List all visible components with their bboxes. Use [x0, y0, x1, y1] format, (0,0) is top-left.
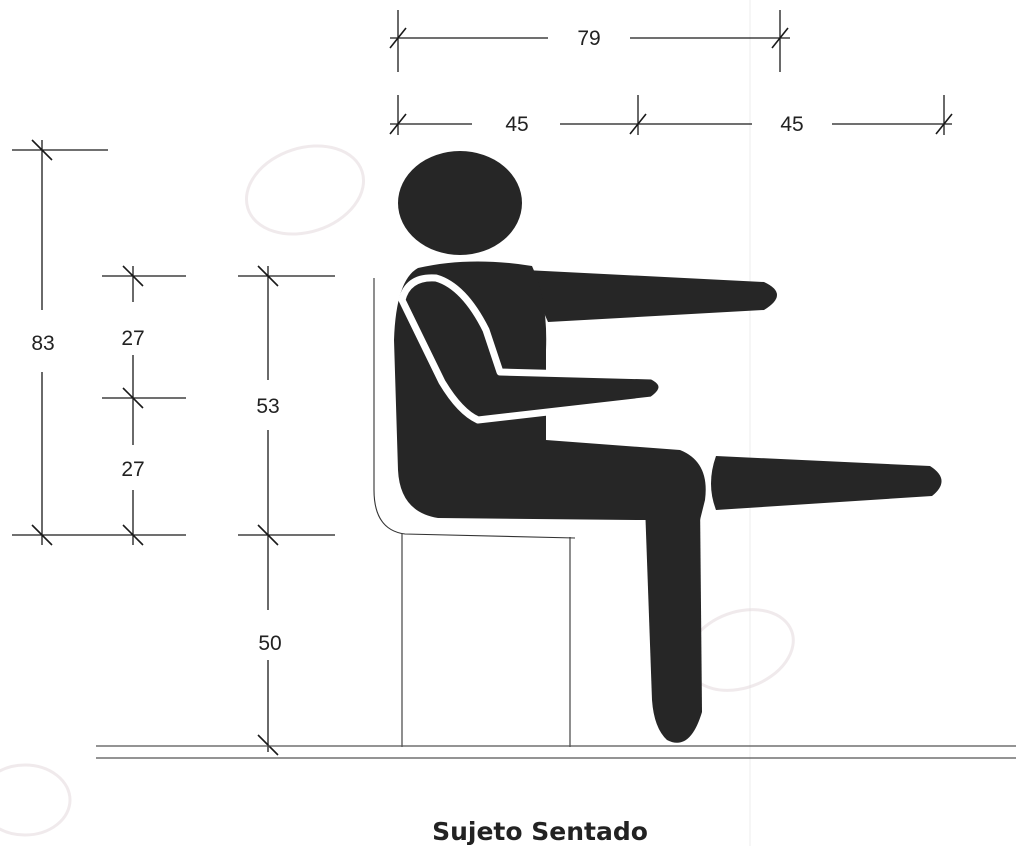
label-back-height: 53	[256, 395, 279, 418]
label-overall-reach: 79	[577, 27, 600, 50]
figure-reaching-arm	[525, 270, 777, 322]
label-seat-height: 50	[258, 632, 281, 655]
dimension-seated-height: 83	[12, 139, 108, 546]
dimension-back-and-seat: 53 50	[238, 265, 335, 756]
dimension-torso-segments: 27 27	[102, 265, 186, 546]
figure-lower-leg	[645, 500, 702, 743]
label-lower-segment: 27	[121, 458, 144, 481]
dimension-reach-segments: 45 45	[389, 95, 953, 136]
label-reach-left: 45	[505, 113, 528, 136]
label-seated-height: 83	[31, 332, 54, 355]
label-reach-right: 45	[780, 113, 803, 136]
figure-bent-arm	[398, 274, 666, 424]
diagram-caption: Sujeto Sentado	[432, 817, 648, 846]
figure-extended-leg	[711, 456, 942, 510]
figure-head	[398, 151, 522, 255]
chair	[373, 278, 576, 747]
floor-line	[96, 745, 1016, 759]
dimension-overall-reach: 79	[389, 10, 790, 72]
label-upper-segment: 27	[121, 327, 144, 350]
seated-figure	[394, 151, 942, 743]
